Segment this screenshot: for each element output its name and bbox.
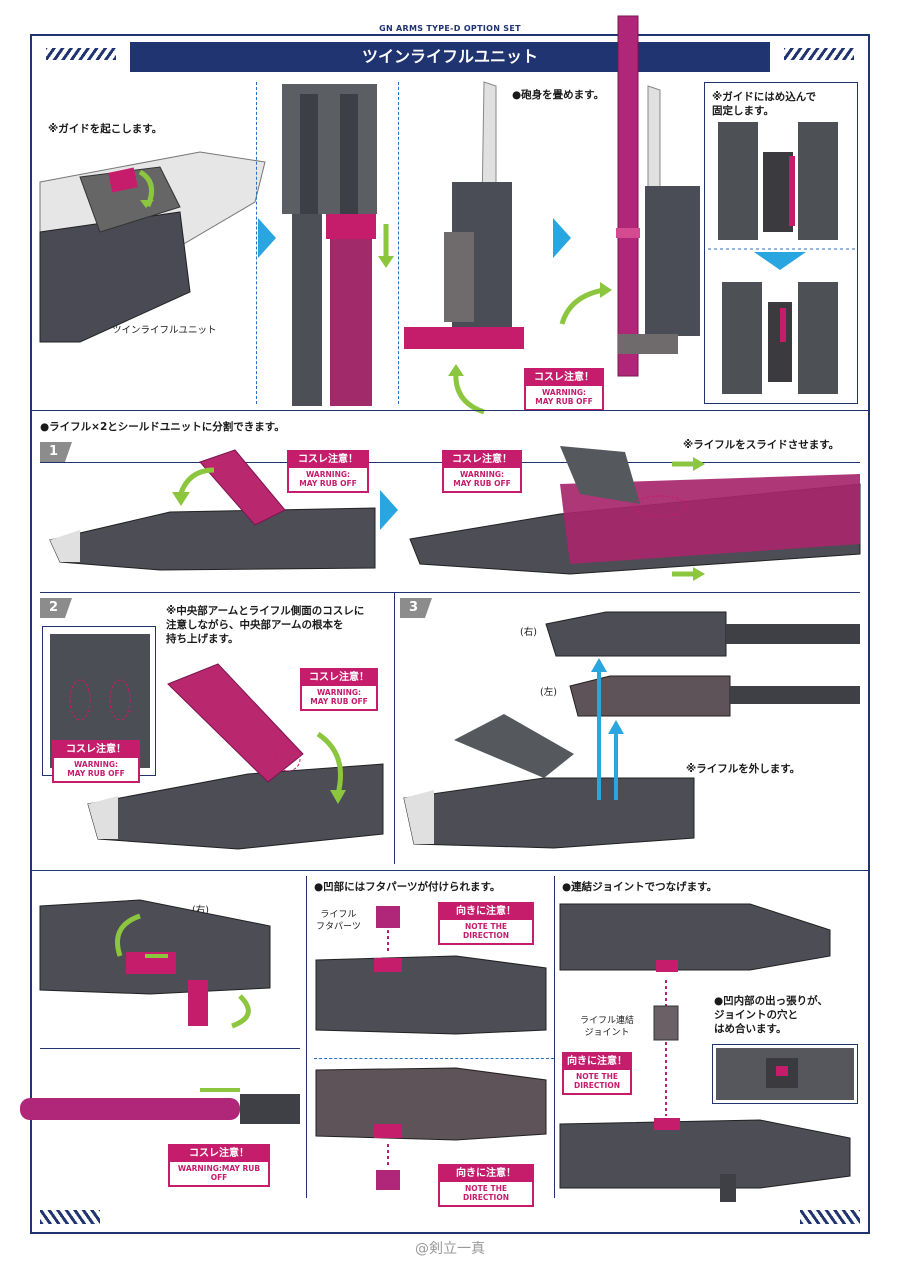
direction-note-b: 向きに注意！ NOTE THE DIRECTION (438, 1164, 534, 1207)
fold-before-illustration (404, 81, 524, 415)
step-divider (394, 592, 395, 864)
step-1-badge: 1 (40, 442, 72, 462)
joint-part-label: ライフル連結 ジョイント (580, 1016, 635, 1038)
footer-hatch-right (800, 1210, 860, 1224)
joint-part-illustration (653, 980, 679, 1116)
cap-attach-top-illustration (315, 906, 547, 1035)
step-3-badge: 3 (400, 598, 432, 618)
warning-rub-step1a: コスレ注意！ WARNING: MAY RUB OFF (287, 450, 369, 493)
guide-note: ※ガイドを起こします。 (48, 123, 163, 135)
cap-divider (314, 1058, 554, 1059)
bottom-divider (554, 876, 555, 1198)
fit-detail-illustration (716, 1048, 854, 1100)
divider (256, 82, 257, 404)
next-step-arrow (380, 490, 398, 530)
watermark: @剣立一真 (415, 1241, 485, 1257)
next-step-arrow (258, 218, 276, 258)
barrel-illustration (20, 1088, 300, 1124)
step-3-illustration (403, 658, 695, 849)
warning-rub-barrel: コスレ注意！ WARNING:MAY RUB OFF (168, 1144, 270, 1187)
warning-rub-top: コスレ注意！ WARNING: MAY RUB OFF (524, 368, 604, 411)
step-1-after-illustration (409, 446, 861, 581)
direction-note-a: 向きに注意！ NOTE THE DIRECTION (438, 902, 534, 945)
left-label: (左) (540, 687, 557, 698)
step-1-before-illustration (49, 449, 376, 571)
set-name-label: GN ARMS TYPE-D OPTION SET (0, 24, 900, 33)
fold-after-illustration (559, 15, 700, 377)
step-2-illustration (87, 663, 384, 850)
joint-rifle-bottom-illustration (559, 1118, 851, 1202)
step-2-note: ※中央部アームとライフル側面のコスレに 注意しながら、中央部アームの根本を 持ち… (166, 605, 365, 646)
cap-part-label: ライフル フタパーツ (316, 910, 361, 932)
section-divider (30, 870, 870, 871)
bottom-divider (306, 876, 307, 1198)
right-label-bottom: (右) (192, 905, 209, 916)
step-2-badge: 2 (40, 598, 72, 618)
guide-fix-illustration (708, 122, 856, 394)
split-heading: ●ライフル×2とシールドユニットに分割できます。 (40, 421, 285, 433)
next-step-arrow-down (754, 252, 806, 270)
fold-note: ●砲身を畳めます。 (512, 89, 605, 101)
rifle-left-illustration (569, 675, 860, 717)
fix-note: ※ガイドにはめ込んで 固定します。 (712, 91, 817, 118)
direction-note-c: 向きに注意！ NOTE THE DIRECTION (562, 1052, 632, 1095)
warning-rub-step1b: コスレ注意！ WARNING: MAY RUB OFF (442, 450, 522, 493)
right-label: (右) (520, 627, 537, 638)
page-title: ツインライフルユニット (130, 42, 770, 72)
header-hatch-right (784, 48, 854, 60)
cap-heading: ●凹部にはフタパーツが付けられます。 (314, 881, 501, 893)
warning-rub-step2b: コスレ注意！ WARNING: MAY RUB OFF (300, 668, 378, 711)
unit-label: ツインライフルユニット (112, 325, 217, 336)
rifle-right-illustration (545, 611, 860, 657)
warning-rub-step2a: コスレ注意！ WARNING: MAY RUB OFF (52, 740, 140, 783)
slide-note: ※ライフルをスライドさせます。 (683, 439, 840, 451)
divider (398, 82, 399, 404)
remove-note: ※ライフルを外します。 (686, 763, 801, 775)
next-step-arrow (553, 218, 571, 258)
fit-note: ●凹内部の出っ張りが、 ジョイントの穴と はめ合います。 (714, 995, 828, 1036)
header-hatch-left (46, 48, 116, 60)
joint-rifle-top-illustration (559, 903, 831, 972)
page-frame (30, 34, 870, 1234)
footer-hatch-left (40, 1210, 100, 1224)
section-divider (30, 410, 870, 411)
bottom-left-rule (40, 1048, 300, 1049)
cover-flip-illustration (39, 899, 271, 1029)
twin-rifle-unit-illustration (39, 151, 266, 343)
step-2-rule (40, 592, 860, 593)
cap-attach-bottom-illustration (315, 1067, 547, 1190)
barrel-lower-illustration (282, 84, 394, 406)
joint-heading: ●連結ジョイントでつなげます。 (562, 881, 718, 893)
